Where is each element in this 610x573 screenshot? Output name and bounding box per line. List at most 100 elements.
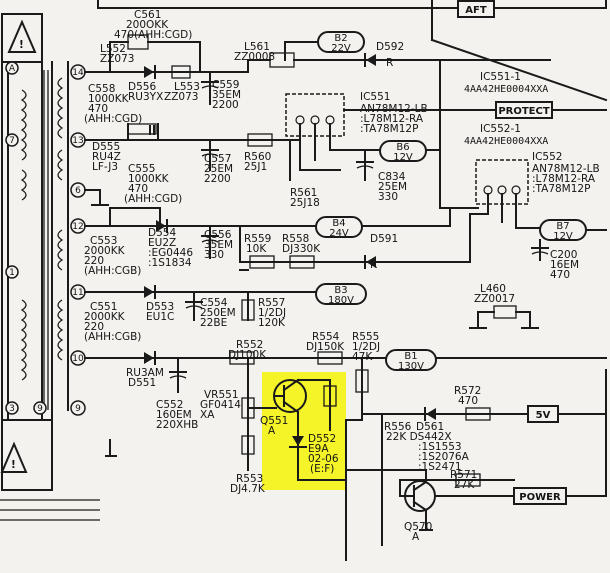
pin-left-3: 3 — [9, 404, 15, 414]
svg-text:22V: 22V — [331, 43, 351, 54]
pin-left-2: 1 — [9, 268, 15, 278]
pin-left-0: A — [9, 64, 16, 74]
power-control: 5V POWER — [345, 369, 607, 546]
protect-label: PROTECT — [498, 106, 550, 117]
pin-12: 12 — [72, 222, 83, 232]
pin-10: 10 — [72, 354, 84, 364]
svg-text:12V: 12V — [553, 231, 573, 242]
svg-text::TA78M12P: :TA78M12P — [360, 123, 418, 135]
row-b3: B3 180V — [84, 283, 531, 329]
rail-b3 — [315, 283, 367, 305]
pin-6: 6 — [75, 186, 81, 196]
svg-text:130V: 130V — [398, 361, 424, 372]
pin-left-4: 9 — [37, 404, 43, 414]
svg-text:AN78M12-LB: AN78M12-LB — [532, 163, 600, 175]
q551-circuit — [241, 357, 363, 561]
pin-9: 9 — [75, 404, 81, 414]
transformer-left-pins: A 7 1 3 9 — [5, 61, 47, 415]
five-v-label: 5V — [536, 410, 551, 421]
highlight-region — [262, 372, 346, 490]
svg-text:B2: B2 — [334, 33, 347, 44]
svg-text::L78M12-RA: :L78M12-RA — [360, 113, 424, 125]
svg-text:!: ! — [19, 39, 24, 51]
row-b2: B2 22V — [84, 31, 551, 105]
svg-text:4AA42HE0004XXA: 4AA42HE0004XXA — [464, 136, 548, 147]
svg-text:B4: B4 — [332, 218, 345, 229]
row-b4: B4 24V — [84, 189, 489, 269]
rail-b2 — [317, 31, 365, 53]
row-b6: B6 12V — [84, 59, 479, 209]
svg-text:4AA42HE0004XXA: 4AA42HE0004XXA — [464, 84, 548, 95]
svg-text:12V: 12V — [393, 152, 413, 163]
svg-text::TA78M12P: :TA78M12P — [532, 183, 590, 195]
ic551-block: IC551 AN78M12-LB :L78M12-RA :TA78M12P IC… — [285, 71, 607, 161]
ic552-block: IC552-1 4AA42HE0004XXA IC552 AN78M12-LB … — [464, 123, 607, 261]
pin-14: 14 — [72, 68, 84, 78]
svg-text:IC552: IC552 — [532, 151, 562, 163]
transformer-right-pins: 14 13 6 12 11 10 9 — [70, 64, 86, 416]
pin-13: 13 — [72, 136, 83, 146]
warning-icon — [7, 19, 37, 53]
svg-text:B1: B1 — [404, 351, 417, 362]
svg-text:!: ! — [11, 459, 16, 471]
pin-11: 11 — [72, 288, 83, 298]
aft-label: AFT — [465, 5, 487, 16]
transformer-frame: ! ! — [0, 13, 100, 521]
svg-text:180V: 180V — [328, 295, 354, 306]
svg-text:IC551-1: IC551-1 — [480, 71, 521, 83]
warning-icon-bottom — [0, 441, 28, 473]
svg-text:B3: B3 — [334, 285, 347, 296]
row-b1: B1 130V — [84, 349, 607, 421]
svg-text:R556: R556 — [384, 421, 412, 433]
ground-symbols — [105, 269, 539, 531]
svg-text:IC551: IC551 — [360, 91, 390, 103]
rail-b1 — [385, 349, 437, 371]
pin-left-1: 7 — [9, 136, 15, 146]
svg-text:24V: 24V — [329, 228, 349, 239]
svg-text:B7: B7 — [556, 221, 569, 232]
svg-text:B6: B6 — [396, 142, 409, 153]
power-label: POWER — [519, 492, 561, 503]
svg-text:IC552-1: IC552-1 — [480, 123, 521, 135]
svg-text::L78M12-RA: :L78M12-RA — [532, 173, 596, 185]
